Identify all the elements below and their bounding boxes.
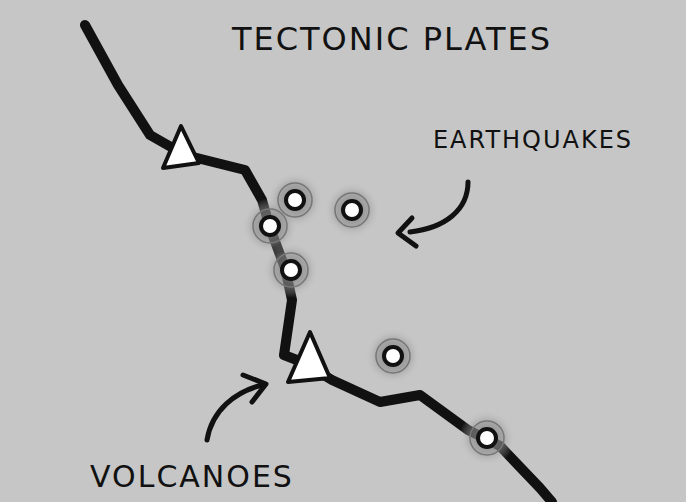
- earthquake-rings: [253, 183, 504, 455]
- earthquake-halos: [242, 172, 515, 466]
- title: TECTONIC PLATES: [232, 22, 552, 57]
- volcano-triangles: [163, 126, 330, 382]
- plate-boundary: [85, 25, 552, 502]
- callout-label: EARTHQUAKES: [433, 127, 633, 153]
- leader-arrows: [207, 182, 468, 440]
- earthquake-dots: [261, 191, 496, 447]
- callout-label: VOLCANOES: [90, 460, 294, 493]
